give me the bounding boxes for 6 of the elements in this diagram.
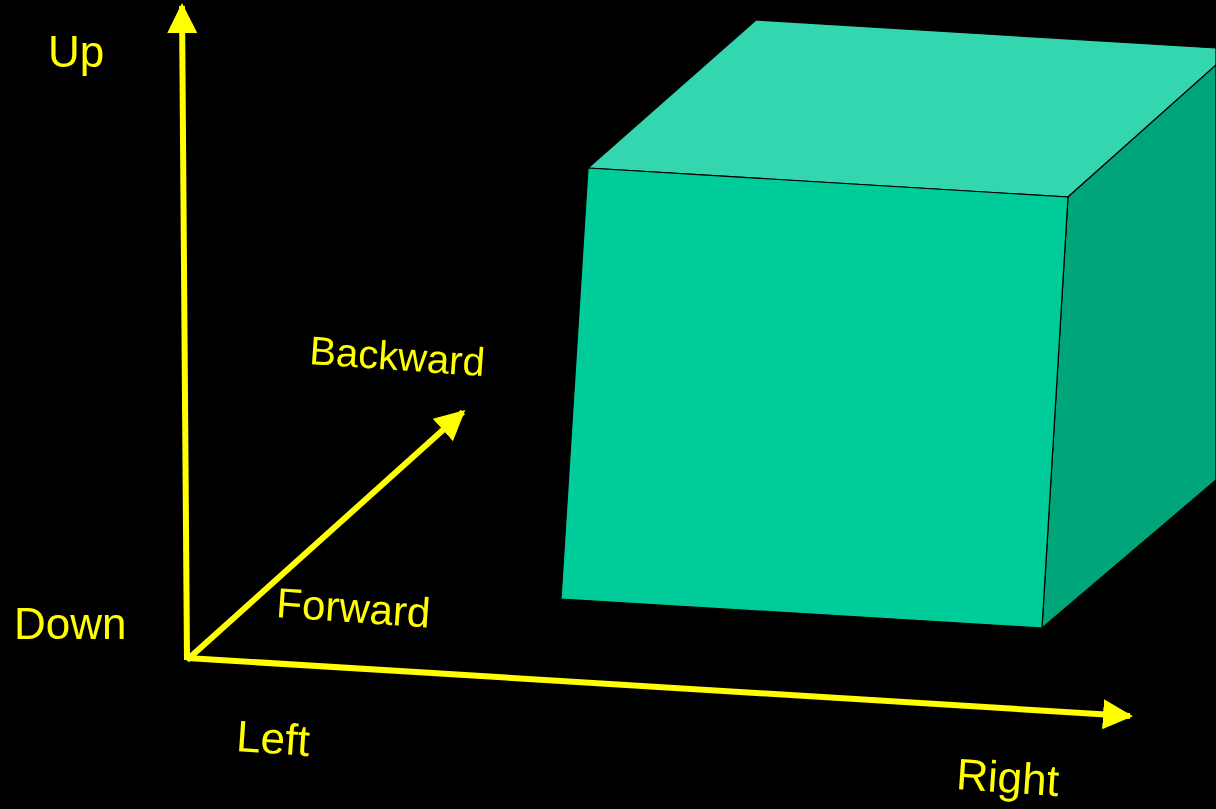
axis-label: Left bbox=[234, 714, 312, 763]
axis-label: Up bbox=[48, 30, 105, 74]
axis-label: Forward bbox=[275, 582, 432, 635]
axis-label: Right bbox=[954, 752, 1061, 804]
axis-label: Down bbox=[14, 602, 127, 646]
axis-label: Backward bbox=[308, 330, 487, 383]
